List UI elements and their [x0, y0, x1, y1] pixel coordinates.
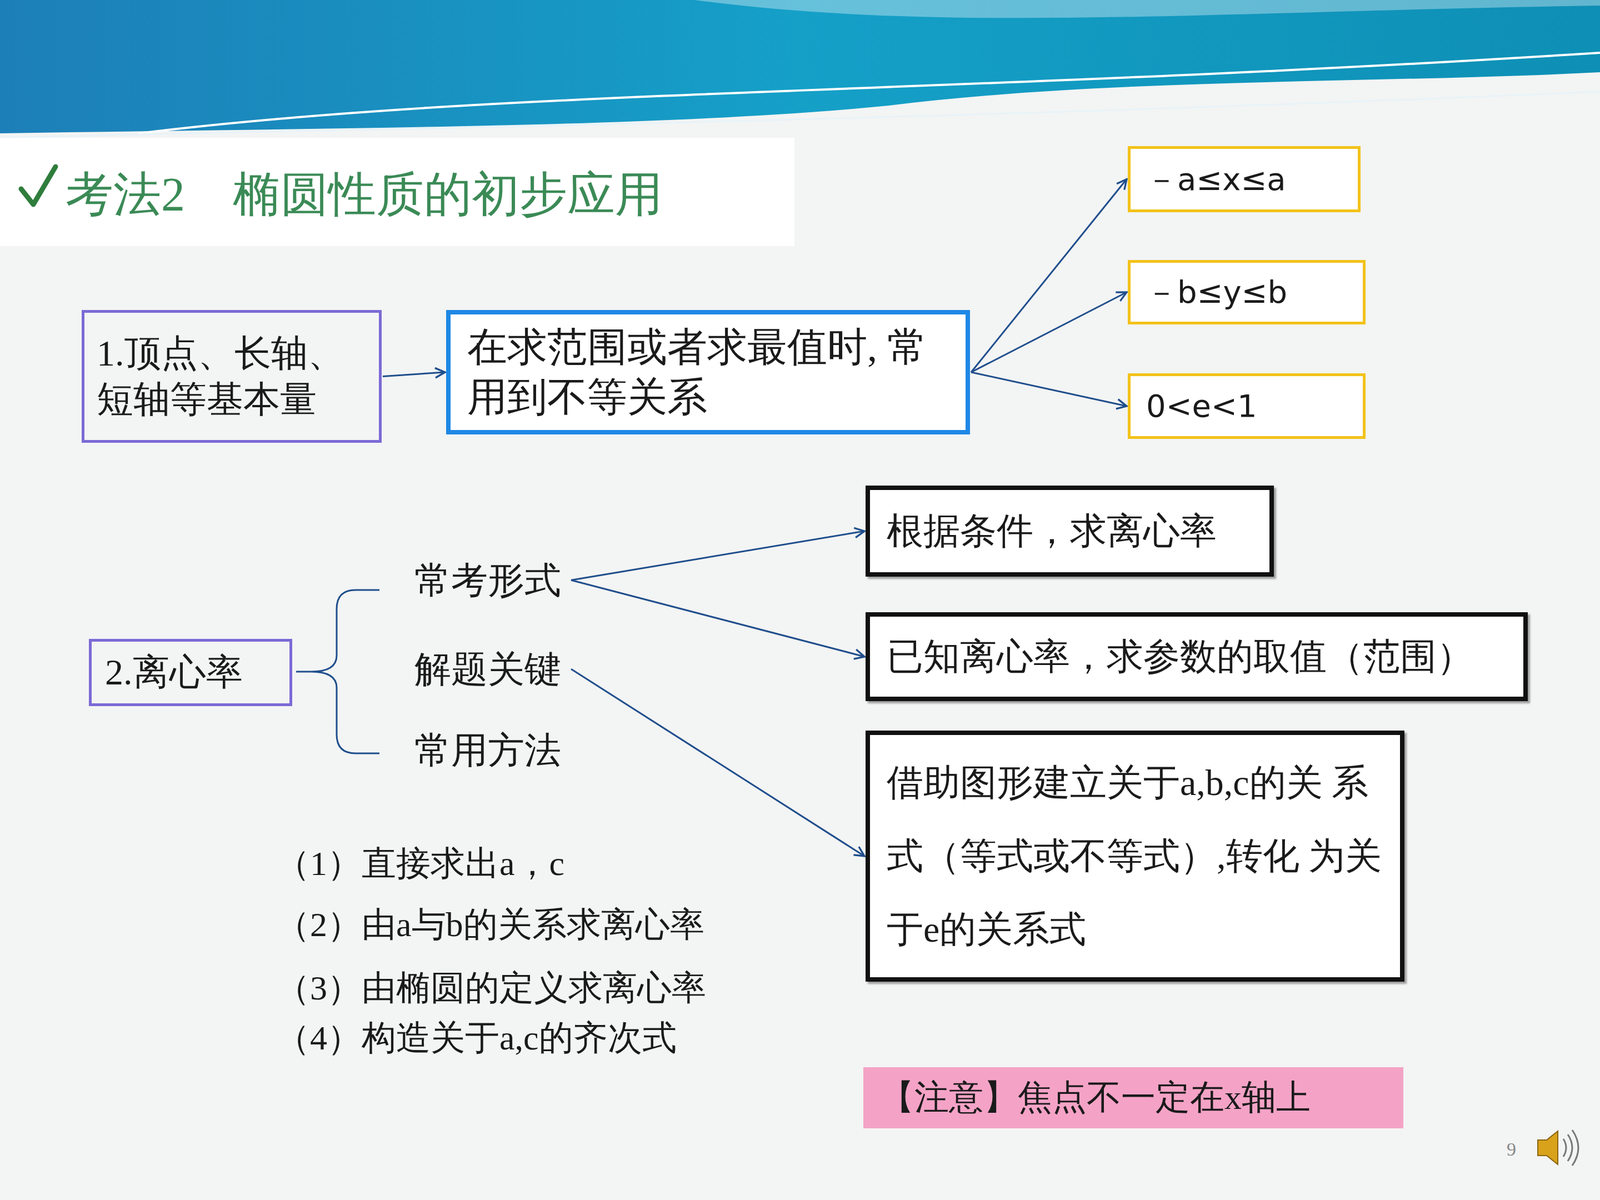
node-text: －b≤y≤b	[1146, 272, 1348, 312]
speaker-icon	[1537, 1130, 1579, 1166]
content-box: 根据条件，求离心率	[865, 485, 1274, 577]
method-item: （3）由椭圆的定义求离心率	[275, 964, 707, 1012]
connector-arrow	[382, 372, 445, 377]
slide-title: 考法2 椭圆性质的初步应用	[65, 162, 663, 228]
method-item: （4）构造关于a,c的齐次式	[275, 1014, 677, 1062]
page-number: 9	[1506, 1138, 1517, 1160]
node-text: 根据条件，求离心率	[886, 508, 1253, 555]
branch-text: 常用方法	[411, 725, 584, 776]
node-text: 解题关键	[414, 646, 580, 693]
method-item: （2）由a与b的关系求离心率	[275, 901, 705, 948]
method-item: （1）直接求出a，c	[275, 840, 565, 887]
node-text: 常用方法	[414, 727, 580, 774]
header-wave-line	[0, 91, 1600, 138]
header-band	[0, 0, 1600, 134]
topic-box: 2.离心率	[88, 638, 293, 707]
node-text: 已知离心率，求参数的取值（范围）	[886, 633, 1507, 680]
content-box: 借助图形建立关于a,b,c的关 系式（等式或不等式）,转化 为关于e的关系式	[865, 730, 1405, 982]
connector-arrow	[571, 531, 865, 580]
connector-arrow	[971, 372, 1127, 407]
node-text: －a≤x≤a	[1146, 160, 1343, 199]
connector-arrow	[971, 292, 1127, 373]
node-text: 【注意】焦点不一定在x轴上	[880, 1076, 1387, 1120]
node-text: 0<e<1	[1146, 386, 1348, 426]
node-text: 常考形式	[414, 557, 580, 604]
node-text: 1.顶点、长轴、 短轴等基本量	[96, 330, 367, 423]
content-box: 已知离心率，求参数的取值（范围）	[865, 612, 1528, 702]
node-text: 在求范围或者求最值时, 常用到不等关系	[467, 322, 949, 423]
node-text: 借助图形建立关于a,b,c的关 系式（等式或不等式）,转化 为关于e的关系式	[886, 746, 1384, 967]
header-wave	[694, 0, 1600, 18]
connector-arrow	[571, 580, 865, 657]
node-text: 2.离心率	[105, 649, 277, 696]
process-box: 在求范围或者求最值时, 常用到不等关系	[446, 310, 970, 435]
check-mark	[21, 166, 56, 205]
connector-arrow	[971, 179, 1127, 373]
header-wave-line	[138, 52, 1600, 134]
result-box: －a≤x≤a	[1127, 146, 1361, 213]
branch-text: 常考形式	[411, 555, 584, 606]
title-panel	[0, 137, 795, 247]
result-box: －b≤y≤b	[1127, 260, 1366, 325]
connector-arrow	[571, 668, 865, 857]
branch-text: 解题关键	[411, 644, 584, 695]
brace	[296, 590, 380, 754]
result-box: 0<e<1	[1127, 373, 1366, 439]
note-box: 【注意】焦点不一定在x轴上	[863, 1067, 1404, 1129]
process-box: 1.顶点、长轴、 短轴等基本量	[81, 310, 382, 443]
